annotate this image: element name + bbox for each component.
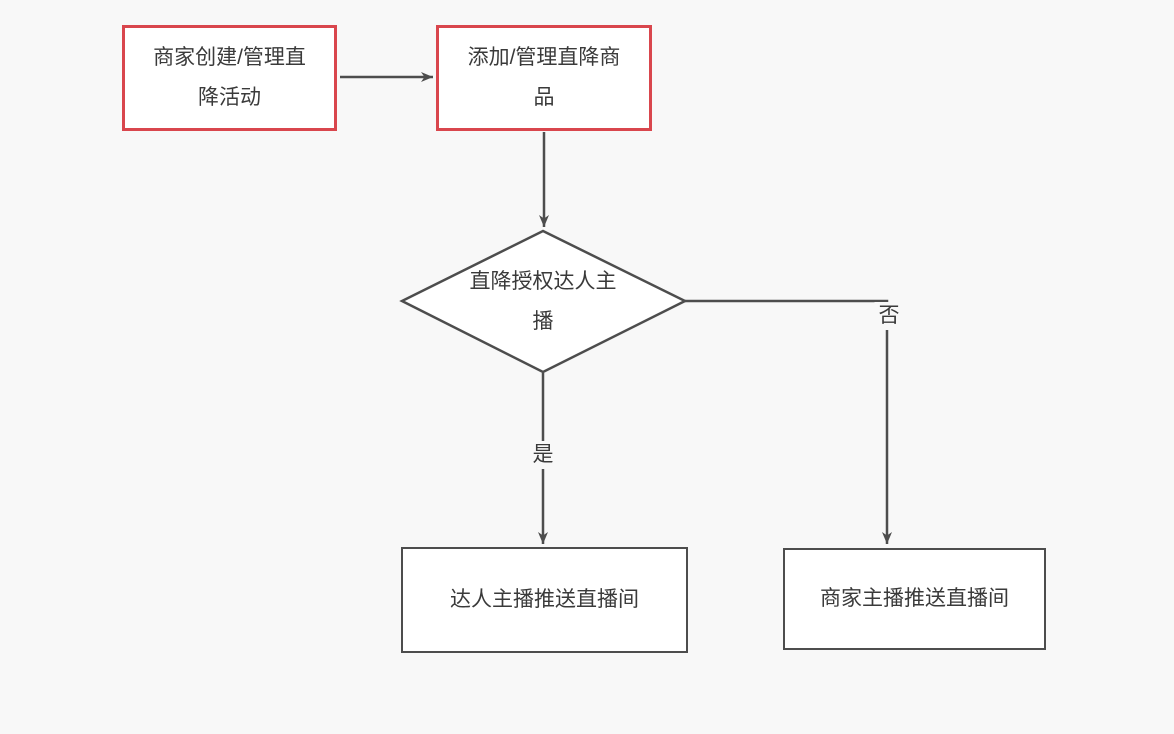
decision-diamond-shape [399,229,688,374]
edge-label-yes: 是 [528,441,558,469]
connector-no-branch [685,299,892,544]
edge-label-no: 否 [874,302,904,330]
node-merchant-anchor-push: 商家主播推送直播间 [783,548,1046,650]
node-create-activity: 商家创建/管理直 降活动 [122,25,337,131]
node-decision-label: 直降授权达人主 播 [469,270,617,333]
node-talent-anchor-push: 达人主播推送直播间 [401,547,688,653]
node-add-products: 添加/管理直降商 品 [436,25,652,131]
